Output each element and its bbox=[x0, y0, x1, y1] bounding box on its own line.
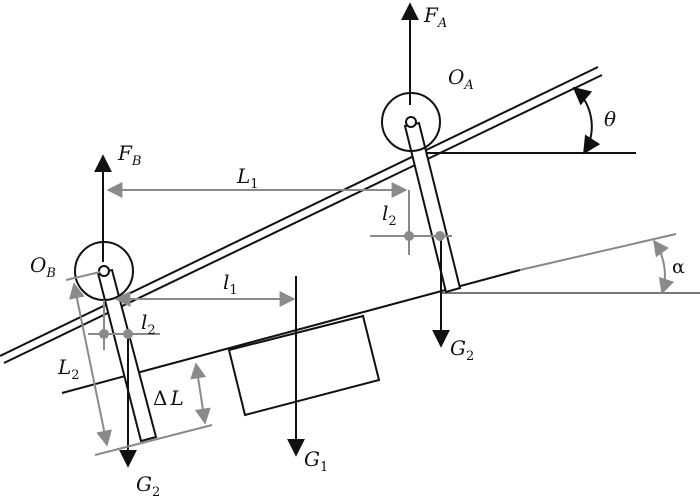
label-small-l1: l1 bbox=[223, 270, 238, 298]
l2-marker-upper bbox=[370, 190, 452, 255]
label-oa: OA bbox=[448, 65, 474, 93]
label-fa: FA bbox=[423, 3, 447, 31]
l2-marker-lower bbox=[88, 300, 160, 350]
label-l2-upper: l2 bbox=[382, 201, 397, 229]
hanging-box bbox=[227, 314, 381, 417]
label-alpha: α bbox=[672, 256, 685, 278]
alpha-arc bbox=[653, 239, 675, 295]
theta-arc bbox=[572, 86, 601, 155]
label-l2-lower: l2 bbox=[141, 310, 156, 338]
label-g2-left: G2 bbox=[136, 472, 160, 500]
label-theta: θ bbox=[604, 107, 616, 131]
label-ob: OB bbox=[30, 253, 56, 281]
label-big-l2: L2 bbox=[57, 355, 80, 383]
inclined-rail bbox=[0, 66, 603, 364]
dimension-delta-l bbox=[190, 362, 211, 425]
label-g2-right: G2 bbox=[450, 336, 474, 364]
dimension-l2 bbox=[65, 271, 213, 456]
label-fb: FB bbox=[117, 141, 141, 169]
label-big-l1: L1 bbox=[236, 164, 259, 192]
label-g1: G1 bbox=[304, 447, 328, 475]
